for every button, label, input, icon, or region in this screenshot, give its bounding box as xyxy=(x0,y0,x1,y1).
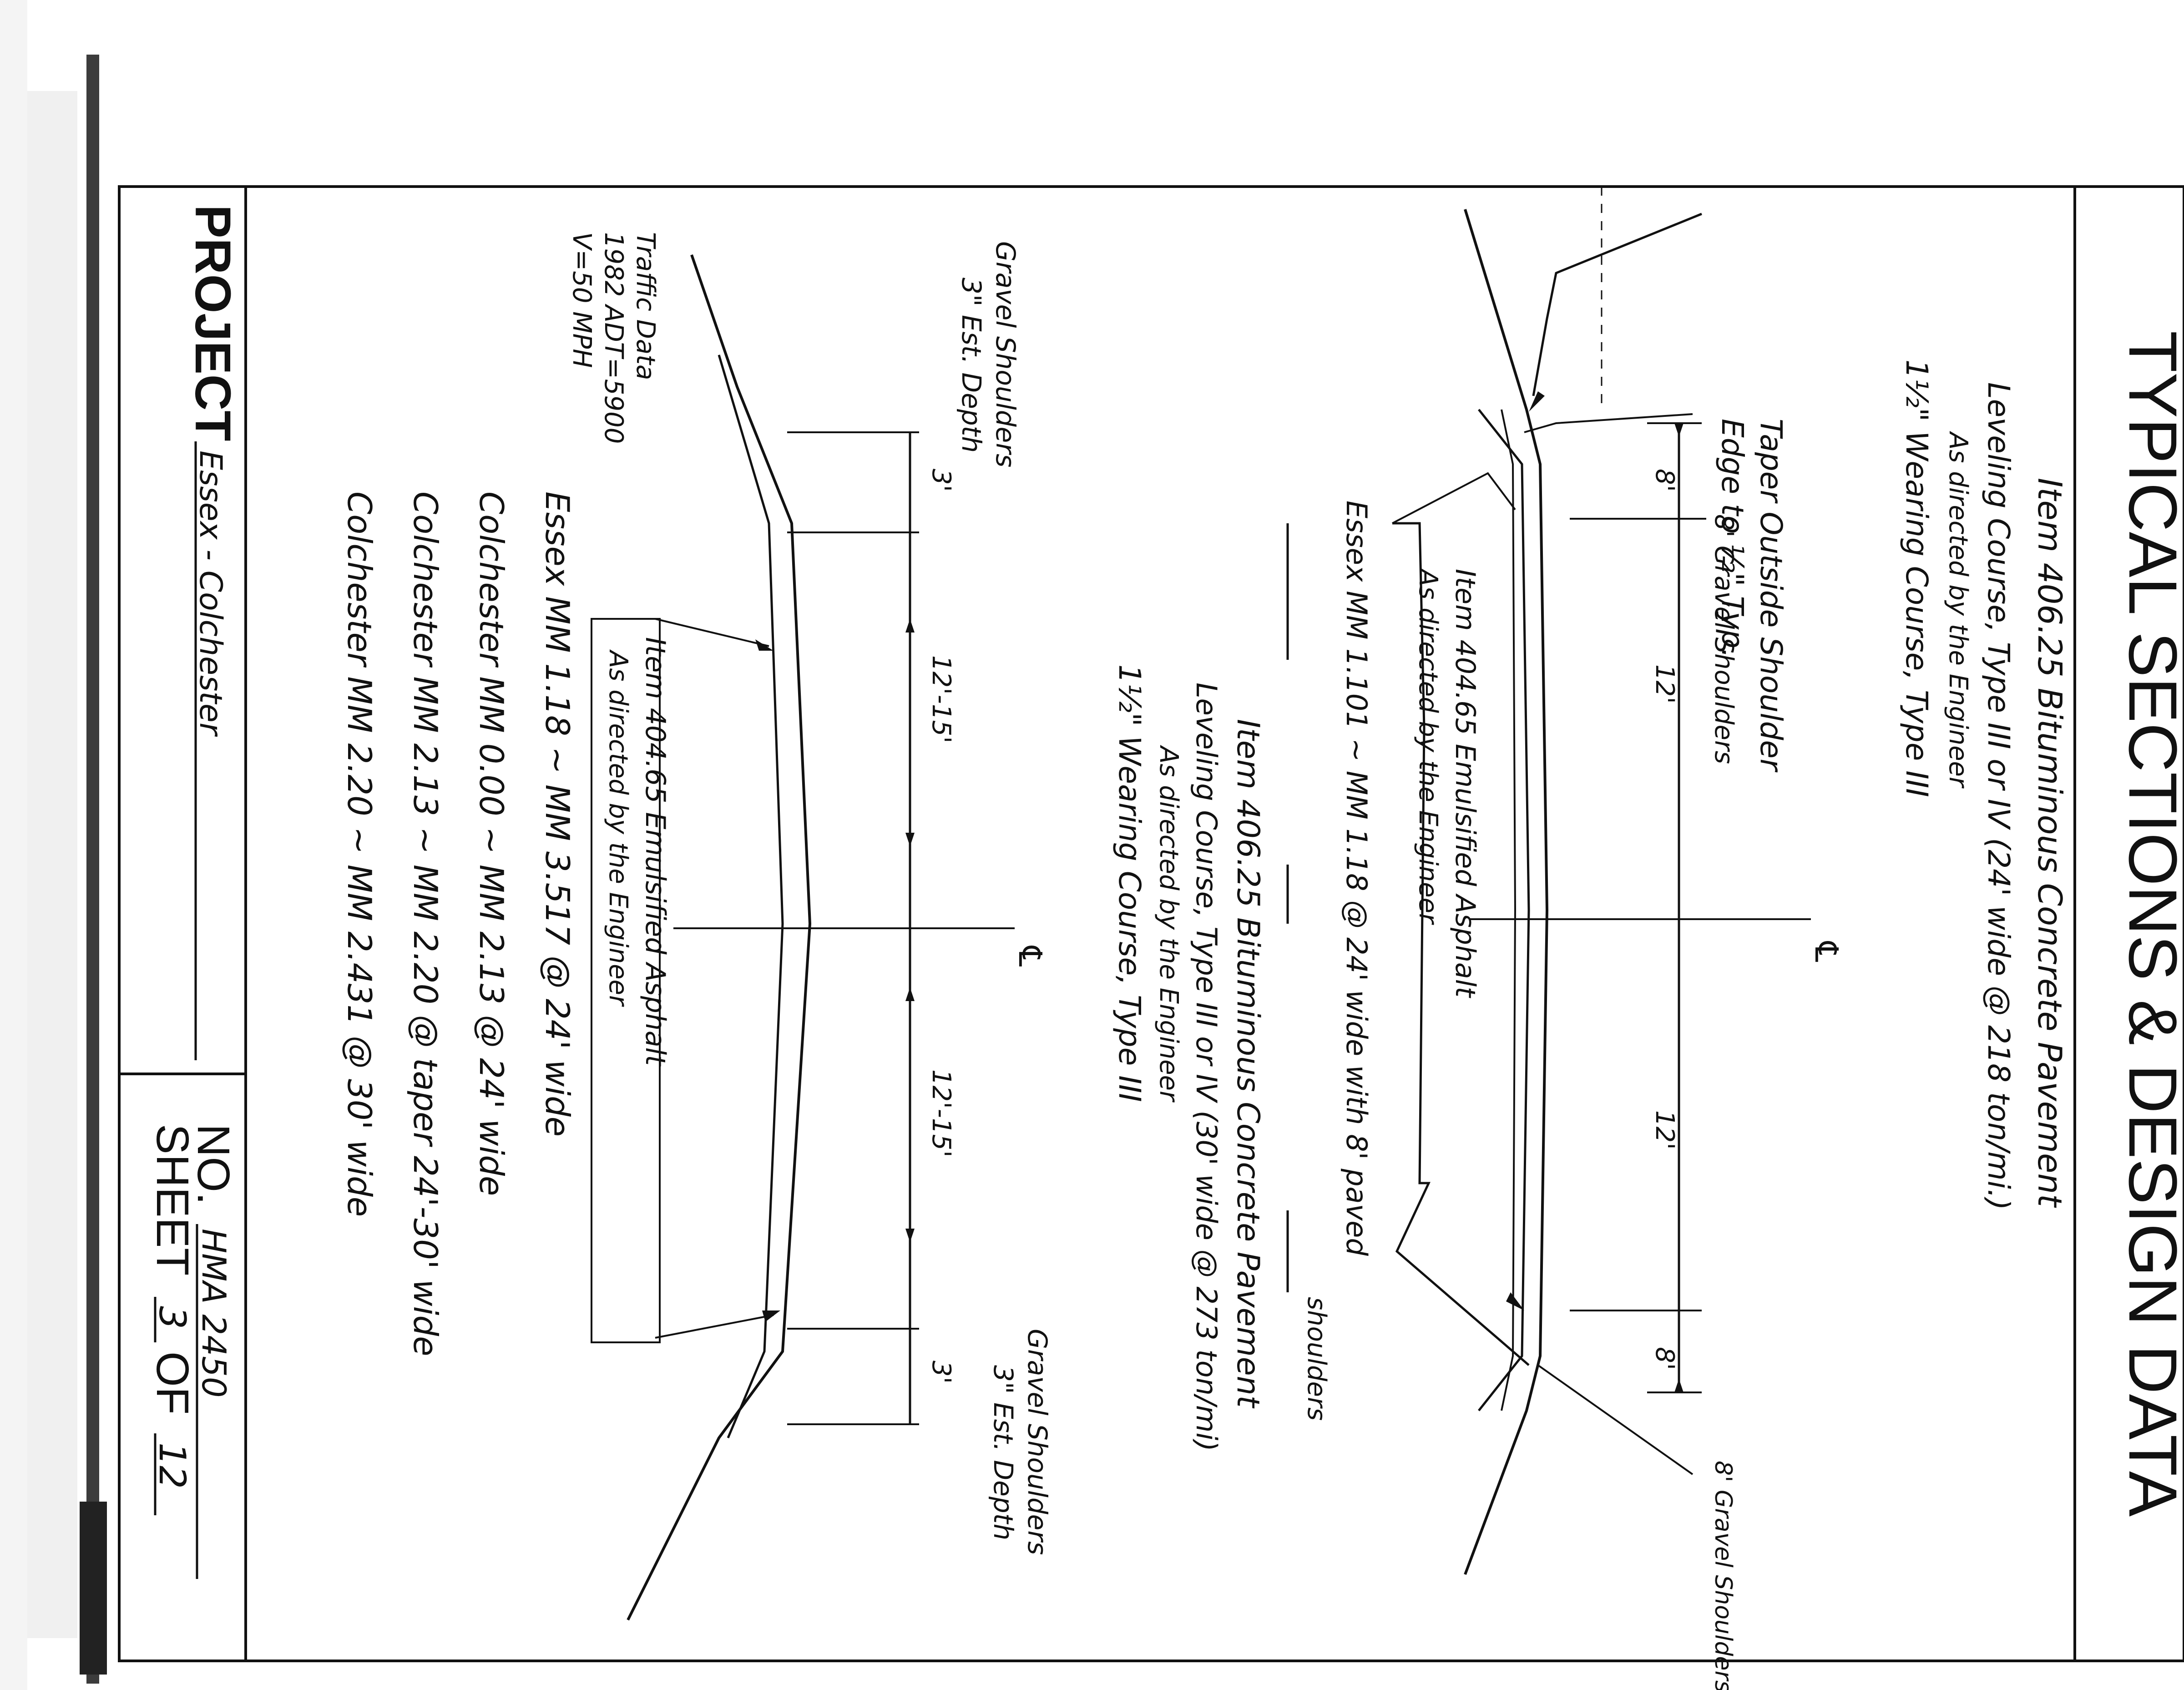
dim-s2-4: 3' xyxy=(926,1361,956,1384)
project-label: PROJECT xyxy=(185,205,241,441)
sheet-label: SHEET xyxy=(147,1124,198,1275)
dim-s2-2: 12'-15' xyxy=(926,655,956,744)
centerline-1: ℄ xyxy=(1808,937,1845,966)
s2-emulsified-2: As directed by the Engineer xyxy=(603,649,633,1007)
dim-s2-3: 12'-15' xyxy=(926,1069,956,1158)
s2-gravel-right-2: 3" Est. Depth xyxy=(988,1365,1019,1540)
sheet-border xyxy=(118,185,2184,1662)
s1-limits-2: shoulders xyxy=(1302,1297,1331,1421)
s2-note-4: 1½" Wearing Course, Type III xyxy=(1112,664,1147,1102)
traffic-line-1: Traffic Data xyxy=(631,232,660,380)
s2-note-3: As directed by the Engineer xyxy=(1154,745,1183,1103)
s2-gravel-left-2: 3" Est. Depth xyxy=(956,278,987,453)
no-value: HMA 2450 xyxy=(195,1229,233,1398)
s1-emulsified-1: Item 404.65 Emulsified Asphalt xyxy=(1449,569,1481,998)
dim-s1-3: 12' xyxy=(1650,1110,1679,1150)
traffic-line-3: V=50 MPH xyxy=(567,232,597,368)
limits-row-4: Colchester MM 2.20 ~ MM 2.431 @ 30' wide xyxy=(340,491,379,1217)
s2-gravel-right-1: Gravel Shoulders xyxy=(1022,1329,1053,1555)
project-value: Essex - Colchester xyxy=(192,450,228,737)
taper-note-1: Taper Outside Shoulder xyxy=(1754,419,1789,773)
top-note-4: 1½" Wearing Course, Type III xyxy=(1899,359,1934,797)
s2-gravel-left-1: Gravel Shoulders xyxy=(990,241,1021,467)
no-label: NO. xyxy=(188,1124,239,1205)
scan-edge-noise xyxy=(0,0,107,1690)
top-note-3: As directed by the Engineer xyxy=(1943,431,1973,789)
taper-note-2: Edge to ½" Typ. xyxy=(1715,419,1750,658)
limits-row-2: Colchester MM 0.00 ~ MM 2.13 @ 24' wide xyxy=(472,491,511,1196)
dim-s2-1: 3' xyxy=(926,469,956,492)
sheet-title: TYPICAL SECTIONS & DESIGN DATA xyxy=(2115,331,2184,1517)
dim-s1-2: 12' xyxy=(1650,664,1679,704)
sheet-number: 3 xyxy=(151,1306,193,1329)
sheet-total: 12 xyxy=(151,1442,193,1489)
s2-emulsified-1: Item 404.65 Emulsified Asphalt xyxy=(639,637,671,1067)
s2-note-1: Item 406.25 Bituminous Concrete Pavement xyxy=(1230,719,1266,1409)
of-label: OF xyxy=(147,1351,198,1415)
top-note-2: Leveling Course, Type III or IV (24' wid… xyxy=(1981,382,2016,1210)
limits-row-1: Essex MM 1.18 ~ MM 3.517 @ 24' wide xyxy=(538,491,576,1137)
dim-s1-4: 8' xyxy=(1650,1347,1679,1370)
shoulder-right-label: 8' Gravel Shoulders xyxy=(1709,1461,1737,1690)
top-note-1: Item 406.25 Bituminous Concrete Pavement xyxy=(2031,478,2069,1208)
s2-note-2: Leveling Course, Type III or IV (30' wid… xyxy=(1190,683,1223,1452)
s1-limits: Essex MM 1.101 ~ MM 1.18 @ 24' wide with… xyxy=(1340,501,1373,1256)
section-1-profile xyxy=(1392,187,1811,1575)
section-2-profile xyxy=(591,254,1015,1621)
shoulder-left-label: 8' Gravel Shoulders xyxy=(1709,514,1739,764)
limits-row-3: Colchester MM 2.13 ~ MM 2.20 @ taper 24'… xyxy=(406,491,445,1356)
s1-emulsified-2: As directed by the Engineer xyxy=(1413,567,1443,925)
traffic-line-2: 1982 ADT=5900 xyxy=(599,232,628,444)
dim-s1-1: 8' xyxy=(1650,469,1679,492)
centerline-2: ℄ xyxy=(1011,942,1049,971)
